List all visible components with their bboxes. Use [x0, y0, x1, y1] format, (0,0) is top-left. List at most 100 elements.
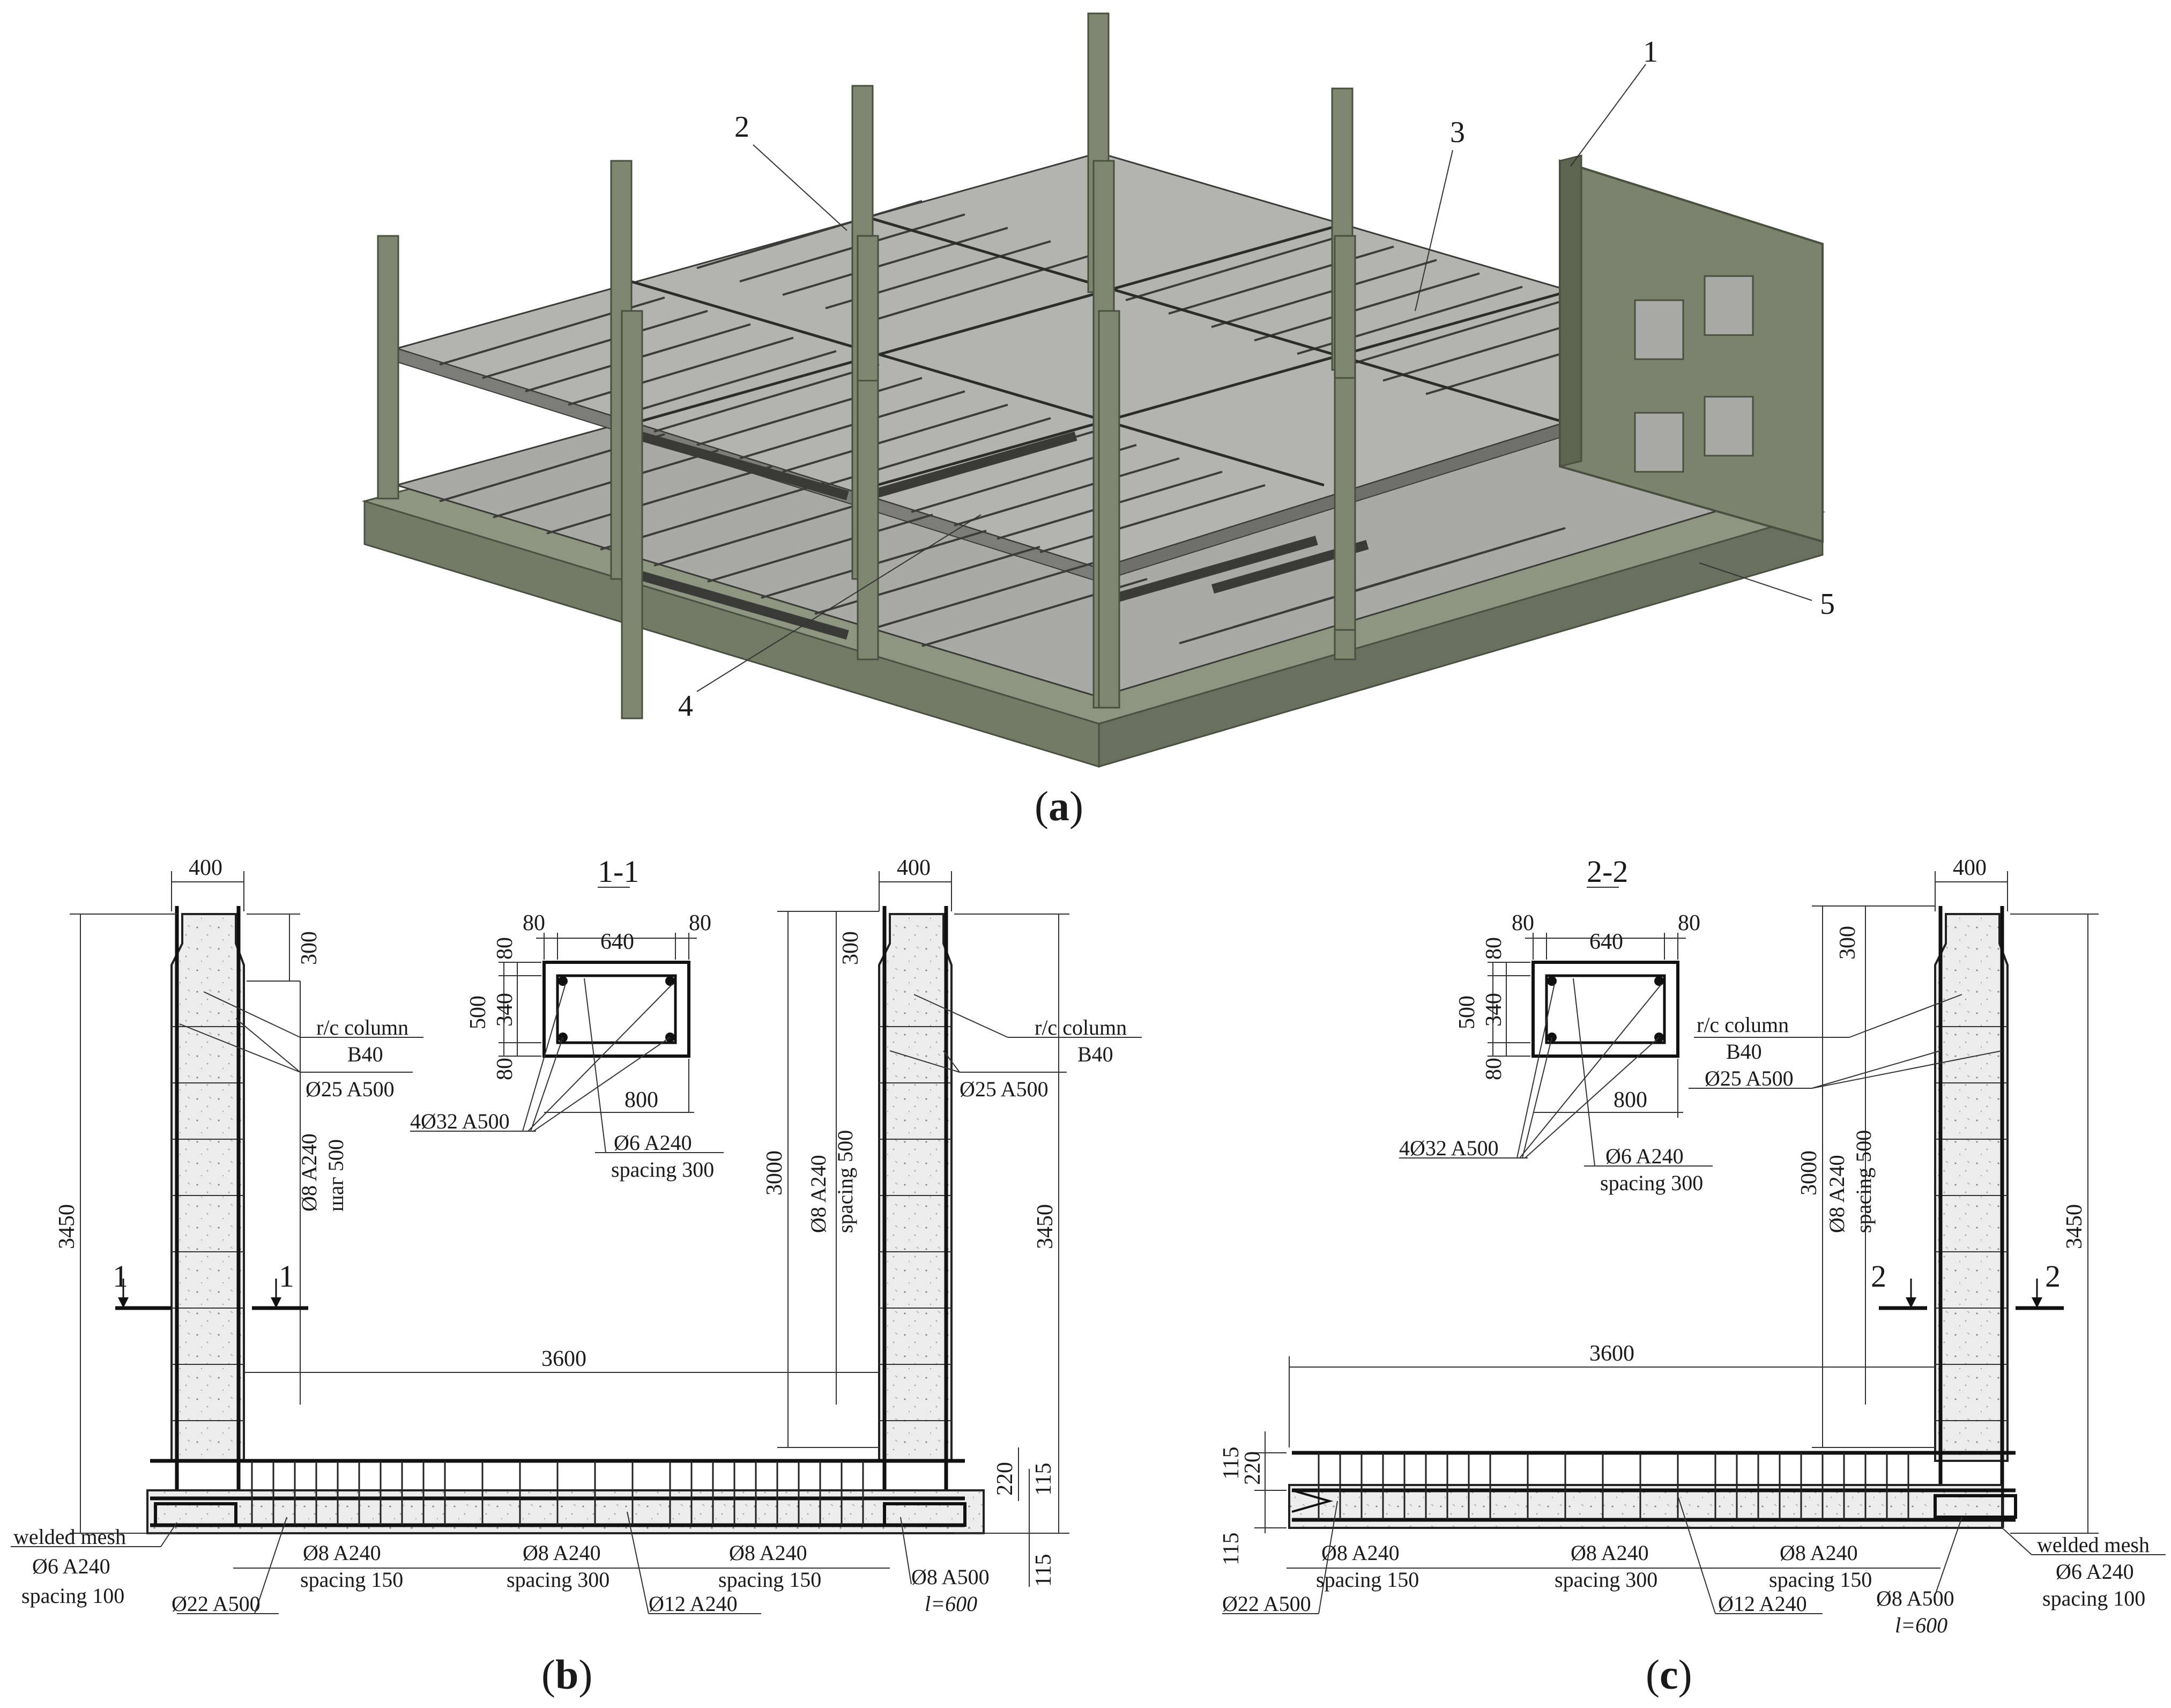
foundation-front-right [1098, 510, 1824, 768]
c-column [1934, 906, 2009, 1528]
callout-5: 5 [1820, 588, 1835, 621]
callout-leaders [696, 64, 1812, 692]
c-dim-top300: 300 [1835, 926, 1860, 960]
b-label-beam-stir3: Ø8 A240 [729, 1541, 807, 1565]
callout-2: 2 [734, 110, 749, 144]
b-dim-top300-right: 300 [838, 931, 863, 965]
b-label-beam-stir1: Ø8 A240 [303, 1541, 381, 1565]
b-section-cuts: 1 1 [113, 1259, 308, 1310]
b-label-stirrup-left-step: шаг 500 [324, 1139, 348, 1212]
c-sec-640: 640 [1589, 930, 1623, 954]
c-label-beam-stir3: Ø8 A240 [1780, 1541, 1858, 1565]
c-label-bar12: Ø12 A240 [1718, 1592, 1807, 1616]
slab-beam-lines [621, 213, 1566, 492]
c-label-main-bars: 4Ø32 A500 [1399, 1136, 1499, 1160]
b-sec-640: 640 [600, 930, 634, 954]
c-cut-label-left: 2 [1871, 1259, 1886, 1294]
b-leaders [11, 978, 1142, 1614]
c-dim-height-right: 3450 [2062, 1204, 2087, 1249]
b-label-beam-sp2: spacing 300 [507, 1568, 609, 1592]
b-label-main-bars: 4Ø32 A500 [410, 1109, 510, 1133]
b-cut-label-right: 1 [279, 1259, 294, 1294]
shear-wall [1559, 154, 1824, 543]
c-label-b40: B40 [1726, 1039, 1762, 1064]
c-sec-80-right: 80 [1678, 911, 1700, 935]
c-label-beam-stir1: Ø8 A240 [1321, 1541, 1400, 1565]
b-label-stirrup-left: Ø8 A240 [297, 1133, 321, 1212]
b-label-stirrup-right: Ø8 A240 [806, 1155, 830, 1233]
panel-c-section: 400 3450 3000 300 3600 115 220 115 [1219, 854, 2166, 1698]
b-label-bar12: Ø12 A240 [649, 1592, 738, 1616]
c-leaders [1222, 978, 2166, 1614]
c-label-mesh-bar: Ø6 A240 [2056, 1560, 2134, 1584]
c-dim-col-width: 400 [1953, 856, 1987, 880]
b-label-ties-spacing: spacing 300 [611, 1157, 714, 1182]
caption-c: (c) [1646, 1651, 1692, 1698]
b-dim-115a: 115 [1031, 1463, 1056, 1496]
b-sec-v80-top: 80 [493, 937, 517, 960]
b-dim-col-width: 400 [189, 856, 222, 880]
c-cut-label-right: 2 [2045, 1259, 2061, 1294]
c-label-beam-sp2: spacing 300 [1555, 1568, 1657, 1592]
b-label-bar22: Ø22 A500 [172, 1592, 261, 1616]
c-sec-v80-top: 80 [1482, 937, 1506, 960]
b-label-mesh-bar: Ø6 A240 [32, 1554, 110, 1578]
b-label-beam-stir2: Ø8 A240 [523, 1541, 601, 1565]
b-label-beam-sp1: spacing 150 [300, 1568, 403, 1592]
b-label-mesh-spacing: spacing 100 [21, 1584, 124, 1608]
c-sec-v80-bot: 80 [1482, 1058, 1506, 1080]
c-dim-220: 220 [1240, 1451, 1265, 1485]
c-sec-v340: 340 [1482, 993, 1506, 1027]
frame-columns [377, 12, 1356, 719]
c-sec-80-left: 80 [1512, 911, 1534, 935]
b-sec-v80-bot: 80 [493, 1058, 517, 1080]
b-cross-section: 1-1 80 640 80 800 500 80 340 80 [466, 854, 711, 1113]
c-label-beam-sp3: spacing 150 [1769, 1568, 1872, 1592]
b-label-b40-left: B40 [347, 1042, 383, 1066]
c-label-ties-spacing: spacing 300 [1600, 1171, 1703, 1195]
b-label-anchor: Ø8 A500 [911, 1565, 990, 1589]
c-label-beam-sp1: spacing 150 [1316, 1568, 1419, 1592]
b-label-ties: Ø6 A240 [614, 1131, 692, 1155]
b-dim-height-left: 3450 [55, 1204, 79, 1249]
c-dim-span: 3600 [1589, 1341, 1634, 1366]
b-sec-v340: 340 [493, 993, 517, 1027]
c-section-cuts: 2 2 [1871, 1259, 2064, 1310]
b-sec-80-right: 80 [689, 911, 711, 935]
b-label-rc-column-right: r/c column [1035, 1015, 1127, 1039]
c-cross-section: 2-2 80 640 80 800 500 80 340 80 [1455, 854, 1700, 1118]
c-label-rc-column: r/c column [1697, 1013, 1789, 1037]
b-label-rc-column-left: r/c column [316, 1015, 408, 1039]
c-label-beam-stir2: Ø8 A240 [1571, 1541, 1649, 1565]
callout-1: 1 [1643, 35, 1658, 69]
b-label-welded-mesh: welded mesh [13, 1525, 126, 1549]
hollow-core-edges [630, 429, 1369, 640]
callout-3: 3 [1450, 116, 1465, 149]
c-label-anchor: Ø8 A500 [1876, 1586, 1954, 1610]
b-section-title: 1-1 [598, 854, 639, 889]
b-dimension-lines [70, 871, 1069, 1587]
c-label-welded-mesh: welded mesh [2037, 1533, 2150, 1557]
b-sec-80-left: 80 [523, 911, 545, 935]
c-sec-v500: 500 [1455, 996, 1479, 1029]
b-sec-v500: 500 [466, 996, 490, 1029]
b-label-anchor-len: l=600 [925, 1592, 977, 1616]
c-dim-115b: 115 [1219, 1533, 1244, 1565]
caption-a: (a) [1035, 783, 1083, 829]
b-dim-span: 3600 [541, 1347, 586, 1371]
b-dim-115b: 115 [1031, 1554, 1056, 1587]
b-label-bar25-right: Ø25 A500 [960, 1077, 1049, 1101]
b-label-stirrup-right-step: spacing 500 [833, 1130, 857, 1233]
b-cut-label-left: 1 [113, 1259, 128, 1294]
b-dim-height-right: 3450 [1033, 1204, 1058, 1249]
b-label-b40-right: B40 [1077, 1042, 1113, 1066]
b-dim-height-mid: 3000 [762, 1150, 787, 1195]
c-label-mesh-spacing: spacing 100 [2042, 1586, 2145, 1610]
b-dim-220: 220 [993, 1462, 1017, 1496]
b-right-column [878, 906, 953, 1528]
b-dim-top300-left: 300 [297, 931, 322, 965]
b-label-bar25-left: Ø25 A500 [306, 1077, 395, 1101]
caption-b: (b) [541, 1651, 592, 1698]
b-dim-col-width-right: 400 [897, 856, 931, 880]
